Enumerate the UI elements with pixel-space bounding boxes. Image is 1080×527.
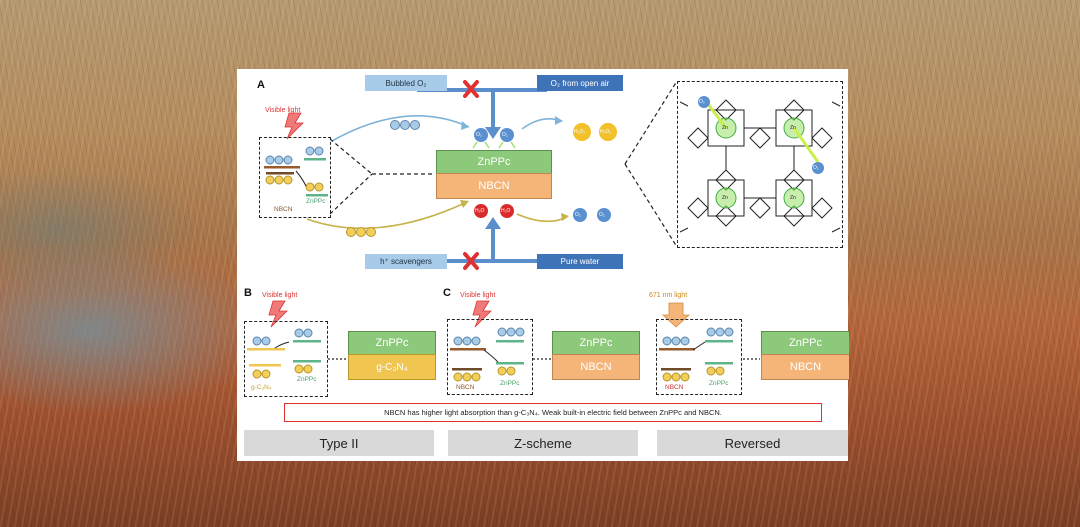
o2-molecule-2-label: O₂	[502, 132, 508, 138]
panel-d-arrow	[661, 302, 691, 328]
panel-a-letter: A	[257, 79, 265, 91]
inset-a-nbcn-label: NBCN	[274, 206, 293, 213]
inset-b-bands	[247, 328, 321, 379]
zoom-connector-bottom	[624, 163, 678, 248]
h2o-molecule-1-label: H₂O	[475, 208, 485, 214]
d-stack-znppc: ZnPPc	[761, 331, 849, 355]
zoom-connector-top	[624, 80, 678, 165]
panel-d-dots	[743, 358, 760, 360]
blocked-scavenger-x	[463, 252, 479, 270]
d-stack-nbcn: NBCN	[761, 354, 849, 380]
inset-b-gcn-label: g-C₃N₄	[251, 384, 272, 391]
c-stack-nbcn: NBCN	[552, 354, 640, 380]
bubbled-o2-text: Bubbled O₂	[385, 78, 427, 88]
zoom-o2-1-label: O₂	[699, 99, 705, 105]
inset-d-bands	[659, 327, 734, 382]
znppc-molecular-structure	[679, 96, 841, 233]
b-stack-gcn: g-C₃N₄	[348, 354, 436, 380]
water-up-arrow-head	[485, 217, 501, 229]
comparison-note: NBCN has higher light absorption than g-…	[284, 403, 822, 422]
o2-open-air-text: O₂ from open air	[550, 78, 610, 88]
visible-light-label-a: Visible light	[265, 107, 301, 114]
inset-c-bands	[450, 327, 525, 382]
pure-water-label: Pure water	[537, 254, 623, 269]
c-stack-znppc: ZnPPc	[552, 331, 640, 355]
blocked-o2-x	[463, 80, 479, 98]
h-scavengers-label: h⁺ scavengers	[365, 254, 447, 269]
zn-center-4-label: Zn	[790, 195, 796, 201]
pure-water-text: Pure water	[560, 257, 600, 266]
panel-b-lightning	[268, 300, 288, 328]
lightning-bolt-icon	[284, 112, 304, 140]
h2o-molecule-2-label: H₂O	[501, 208, 511, 214]
o2-product-1-label: O₂	[575, 212, 581, 218]
b-stack-znppc: ZnPPc	[348, 331, 436, 355]
hole-arrow	[306, 201, 468, 230]
h2o2-molecule-2-label: H₂O₂	[600, 129, 612, 135]
floating-holes	[346, 227, 376, 237]
inset-b: g-C₃N₄ ZnPPc	[244, 321, 328, 397]
o2-product-2-label: O₂	[599, 212, 605, 218]
inset-b-znppc-label: ZnPPc	[297, 376, 317, 383]
h2o2-molecule-1-label: H₂O₂	[574, 129, 586, 135]
inset-a: NBCN ZnPPc	[259, 137, 331, 218]
inset-d: NBCN ZnPPc	[656, 319, 742, 395]
stack-nbcn-layer: NBCN	[436, 173, 552, 199]
electron-arrow	[331, 115, 470, 142]
water-supply-line	[417, 259, 547, 263]
zoom-o2-2-label: O₂	[813, 165, 819, 171]
figure-card: A	[237, 69, 849, 461]
reversed-label: Reversed	[657, 430, 848, 456]
inset-connector-top	[329, 138, 373, 175]
inset-c: NBCN ZnPPc	[447, 319, 533, 395]
bubbled-o2-label: Bubbled O₂	[365, 75, 447, 91]
visible-light-label-b: Visible light	[262, 292, 298, 299]
zn-center-3-label: Zn	[722, 195, 728, 201]
o2-down-arrow-shaft	[491, 90, 495, 130]
o2-open-air-label: O₂ from open air	[537, 75, 623, 91]
znppc-structure-zoom: O₂ O₂ Zn Zn Zn Zn	[677, 81, 843, 248]
panel-c-dots	[533, 358, 551, 360]
inset-c-nbcn-label: NBCN	[456, 384, 475, 391]
inset-c-znppc-label: ZnPPc	[500, 380, 520, 387]
zn-center-1-label: Zn	[722, 125, 728, 131]
water-up-arrow-shaft	[491, 227, 495, 261]
panel-a-graphics	[284, 80, 678, 270]
o2-down-arrow-head	[485, 127, 501, 139]
molecule-circles	[472, 123, 617, 222]
z-scheme-label: Z-scheme	[448, 430, 638, 456]
inset-connector-bottom	[329, 173, 373, 215]
floating-electrons	[390, 120, 420, 130]
o2-molecule-1-label: O₂	[476, 132, 482, 138]
type-ii-label: Type II	[244, 430, 434, 456]
o2-supply-line	[417, 88, 547, 92]
zn-center-2-label: Zn	[790, 125, 796, 131]
panel-c-letter: C	[443, 287, 451, 299]
h-scavengers-text: h⁺ scavengers	[380, 257, 432, 266]
stack-znppc-layer: ZnPPc	[436, 150, 552, 174]
inset-d-nbcn-label: NBCN	[665, 384, 684, 391]
inset-a-bands	[264, 146, 328, 197]
panel-b-dots	[328, 358, 347, 360]
visible-light-label-c: Visible light	[460, 292, 496, 299]
inset-a-znppc-label: ZnPPc	[306, 198, 326, 205]
panel-b-letter: B	[244, 287, 252, 299]
671nm-light-label: 671 nm light	[649, 292, 688, 299]
inset-d-znppc-label: ZnPPc	[709, 380, 729, 387]
